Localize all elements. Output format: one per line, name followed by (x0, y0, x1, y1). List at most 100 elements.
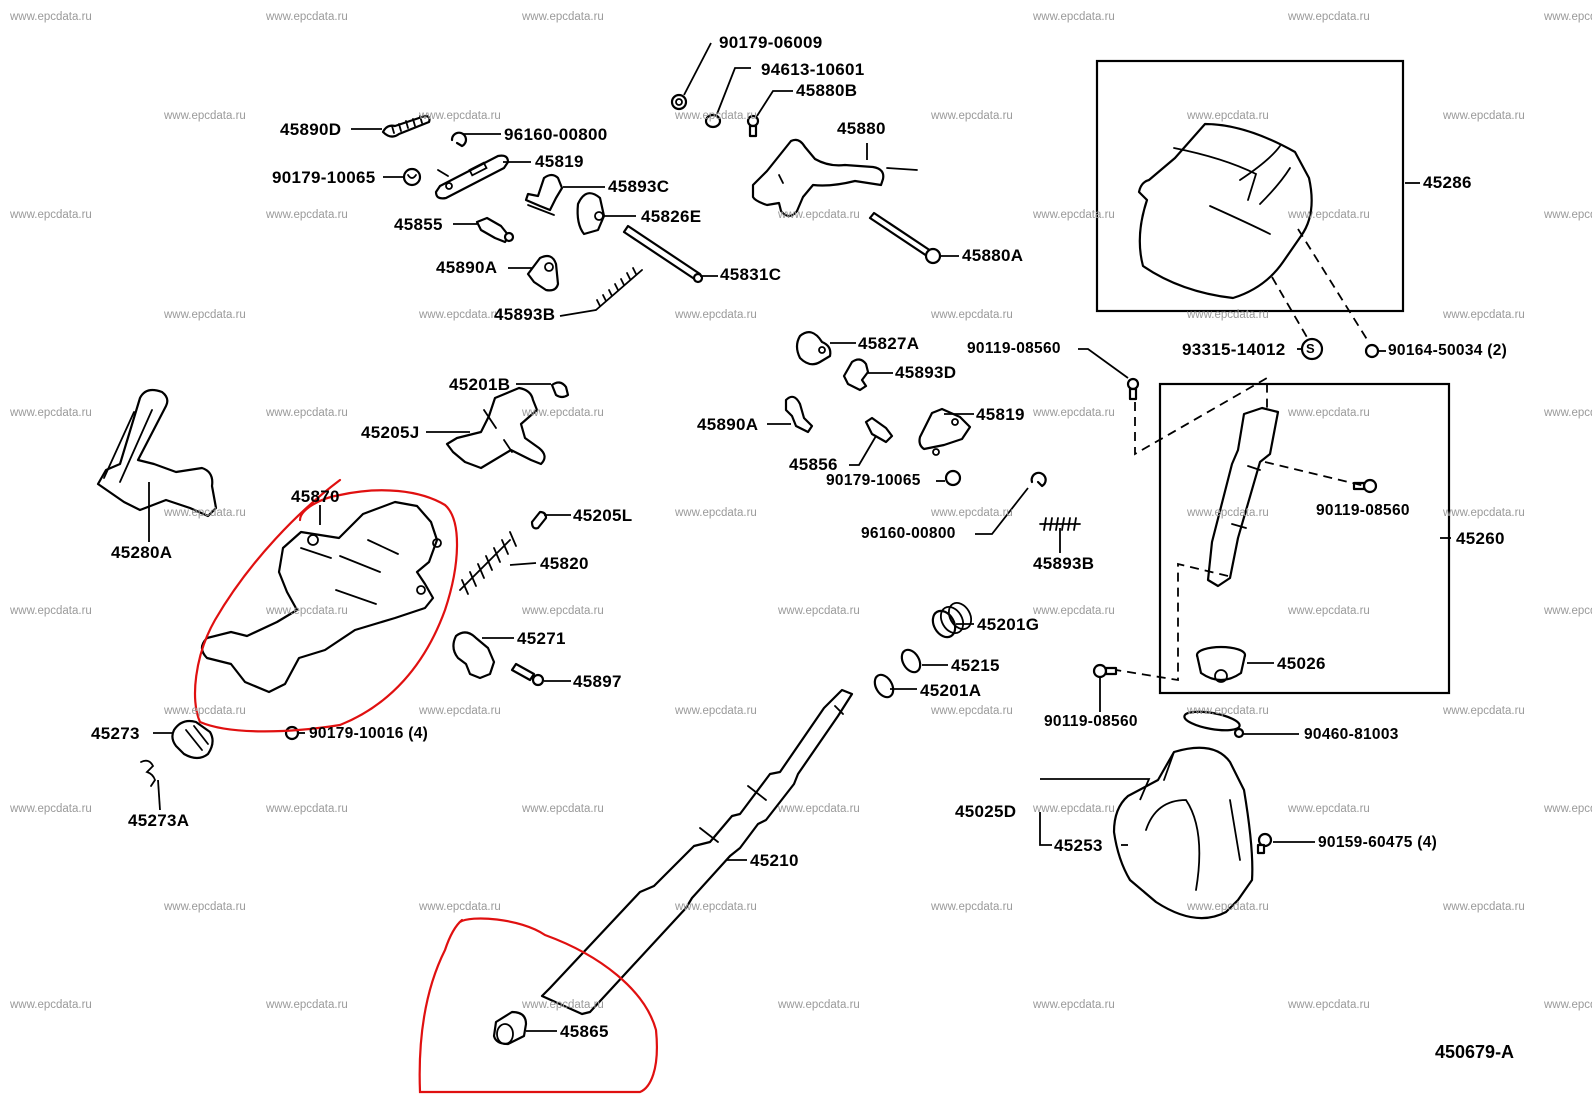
part-90164-50034-screw[interactable] (1364, 343, 1380, 359)
label-45273A[interactable]: 45273A (128, 811, 190, 830)
part-45880B-bolt[interactable] (746, 114, 760, 138)
label-90164-50034[interactable]: 90164-50034 (2) (1388, 342, 1508, 359)
label-45831C[interactable]: 45831C (720, 265, 782, 284)
label-45880B[interactable]: 45880B (796, 81, 858, 100)
part-45826E-cam[interactable] (576, 192, 606, 236)
part-45273-bushing[interactable] (171, 719, 214, 760)
part-90119-08560-bolt-c[interactable] (1092, 663, 1118, 679)
part-45856-pin[interactable] (864, 416, 894, 444)
label-45890A-mid[interactable]: 45890A (697, 415, 759, 434)
label-45870[interactable]: 45870 (291, 487, 340, 506)
part-45201B-clip[interactable] (550, 381, 570, 399)
label-45205L[interactable]: 45205L (573, 506, 633, 525)
label-45205J[interactable]: 45205J (361, 423, 420, 442)
part-45271-clamp[interactable] (452, 631, 496, 680)
label-96160-00800-mid[interactable]: 96160-00800 (861, 525, 956, 542)
label-45893C[interactable]: 45893C (608, 177, 670, 196)
label-90460-81003[interactable]: 90460-81003 (1304, 726, 1399, 743)
part-45205J-bracket[interactable] (445, 386, 546, 470)
part-45880-lever[interactable] (751, 138, 918, 218)
label-45856[interactable]: 45856 (789, 455, 838, 474)
part-45855-pin[interactable] (475, 216, 515, 244)
part-45205L-bolt[interactable] (530, 510, 548, 530)
label-90119-08560-c[interactable]: 90119-08560 (1044, 713, 1138, 730)
label-45827A[interactable]: 45827A (858, 334, 920, 353)
label-45880[interactable]: 45880 (837, 119, 886, 138)
part-45819-plate-mid[interactable] (918, 407, 972, 456)
part-45820-spring[interactable] (459, 531, 517, 595)
label-45890A-top[interactable]: 45890A (436, 258, 498, 277)
part-45897-bolt[interactable] (510, 662, 545, 687)
part-45273A-clip[interactable] (140, 759, 156, 787)
label-45271[interactable]: 45271 (517, 629, 566, 648)
part-45201G-spring[interactable] (928, 599, 975, 641)
label-45280A[interactable]: 45280A (111, 543, 173, 562)
label-93315-14012[interactable]: 93315-14012 (1182, 340, 1286, 359)
label-45819-mid[interactable]: 45819 (976, 405, 1025, 424)
label-45893B-top[interactable]: 45893B (494, 305, 556, 324)
label-45025D[interactable]: 45025D (955, 802, 1017, 821)
part-45893C-bracket[interactable] (524, 173, 564, 216)
part-45893D-bracket[interactable] (842, 358, 870, 392)
label-45201A[interactable]: 45201A (920, 681, 982, 700)
label-90179-10065-top[interactable]: 90179-10065 (272, 168, 376, 187)
part-45201A-ring[interactable] (871, 672, 897, 701)
label-90119-08560-a[interactable]: 90119-08560 (967, 340, 1061, 357)
label-45893B-mid[interactable]: 45893B (1033, 554, 1095, 573)
part-45870-column-bracket[interactable] (200, 500, 442, 694)
label-90179-10016[interactable]: 90179-10016 (4) (309, 725, 429, 742)
label-45880A[interactable]: 45880A (962, 246, 1024, 265)
part-45831C-shaft[interactable] (622, 224, 704, 284)
label-45215[interactable]: 45215 (951, 656, 1000, 675)
label-45819-top[interactable]: 45819 (535, 152, 584, 171)
part-90119-08560-bolt-b[interactable] (1352, 478, 1378, 494)
part-90460-81003-clamp[interactable] (1183, 708, 1245, 739)
label-45820[interactable]: 45820 (540, 554, 589, 573)
part-45890A-lever-mid[interactable] (784, 395, 814, 434)
part-45286-column-cover[interactable] (1137, 122, 1313, 300)
part-45253-steering-boot[interactable] (1112, 746, 1254, 920)
label-90119-08560-b[interactable]: 90119-08560 (1316, 502, 1410, 519)
part-45260-intermediate-shaft[interactable] (1206, 406, 1280, 588)
label-90179-10065-mid[interactable]: 90179-10065 (826, 472, 921, 489)
part-45890D-spring[interactable] (381, 114, 431, 138)
part-45827A-cam[interactable] (795, 331, 832, 366)
label-45855[interactable]: 45855 (394, 215, 443, 234)
part-45210-main-shaft[interactable] (540, 688, 854, 1016)
part-94613-10601-washer[interactable] (704, 113, 722, 129)
label-94613-10601[interactable]: 94613-10601 (761, 60, 865, 79)
part-90179-06009-nut[interactable] (670, 93, 688, 111)
label-45273[interactable]: 45273 (91, 724, 140, 743)
label-45201B[interactable]: 45201B (449, 375, 511, 394)
part-90159-60475-bolt[interactable] (1256, 832, 1273, 855)
label-45893D[interactable]: 45893D (895, 363, 957, 382)
part-90179-10065-nut-mid[interactable] (944, 469, 962, 487)
label-45897[interactable]: 45897 (573, 672, 622, 691)
part-45880A-pin[interactable] (868, 211, 942, 265)
part-45865-bushing[interactable] (492, 1010, 528, 1046)
part-96160-00800-clip-mid[interactable] (1030, 471, 1047, 488)
label-96160-00800-top[interactable]: 96160-00800 (504, 125, 608, 144)
part-45215-ring[interactable] (898, 647, 924, 676)
label-45210[interactable]: 45210 (750, 851, 799, 870)
label-45260[interactable]: 45260 (1456, 529, 1505, 548)
part-90179-10016-nut[interactable] (284, 725, 300, 741)
part-45893B-spring-mid[interactable] (1039, 517, 1081, 531)
label-45826E[interactable]: 45826E (641, 207, 702, 226)
part-90179-10065-nut-top[interactable] (402, 167, 422, 187)
leader-dashed-93315 (1271, 276, 1309, 340)
part-45893B-spring-top[interactable] (595, 267, 643, 311)
label-45865[interactable]: 45865 (560, 1022, 609, 1041)
part-45819-plate-top[interactable] (434, 154, 510, 200)
label-45286[interactable]: 45286 (1423, 173, 1472, 192)
label-45026[interactable]: 45026 (1277, 654, 1326, 673)
label-45201G[interactable]: 45201G (977, 615, 1040, 634)
part-45890A-lever-top[interactable] (526, 254, 560, 292)
part-45026-seal[interactable] (1195, 645, 1247, 683)
part-45280A-bracket[interactable] (96, 388, 218, 518)
part-90119-08560-bolt-a[interactable] (1126, 377, 1140, 401)
label-45253[interactable]: 45253 (1054, 836, 1103, 855)
label-90179-06009[interactable]: 90179-06009 (719, 33, 823, 52)
label-45890D[interactable]: 45890D (280, 120, 342, 139)
label-90159-60475[interactable]: 90159-60475 (4) (1318, 834, 1438, 851)
